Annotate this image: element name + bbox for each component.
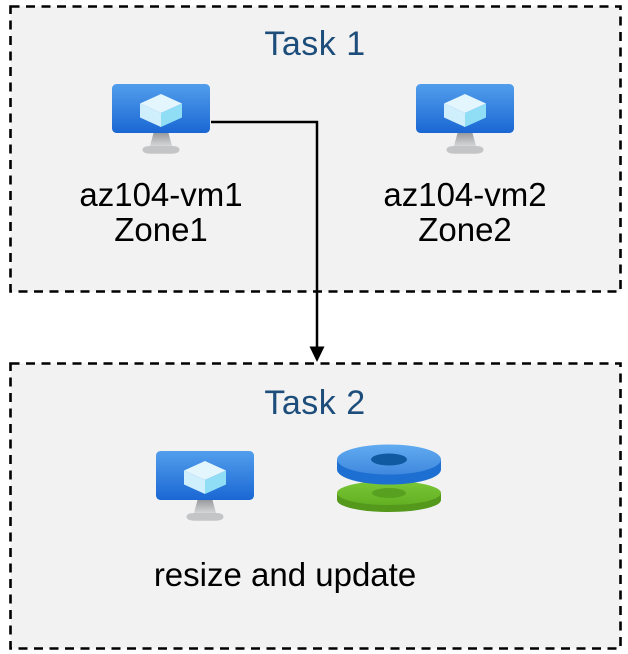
task2-caption: resize and update [153, 556, 417, 593]
task1-title: Task 1 [264, 25, 366, 63]
connector-line [211, 120, 319, 347]
task2-title: Task 2 [264, 384, 366, 422]
vm1-zone: Zone1 [114, 211, 208, 248]
vm1-label: az104-vm1 Zone1 [61, 177, 261, 247]
task2-box [9, 362, 622, 650]
vm1-name: az104-vm1 [79, 176, 243, 213]
disks-icon [337, 444, 441, 512]
vm2-zone: Zone2 [418, 211, 512, 248]
vm2-label: az104-vm2 Zone2 [365, 177, 565, 247]
virtual-machine-icon [156, 451, 254, 521]
virtual-machine-icon [112, 84, 210, 154]
task1-box [9, 5, 622, 293]
virtual-machine-icon [416, 84, 514, 154]
arrowhead-icon [309, 346, 325, 362]
vm2-name: az104-vm2 [383, 176, 547, 213]
